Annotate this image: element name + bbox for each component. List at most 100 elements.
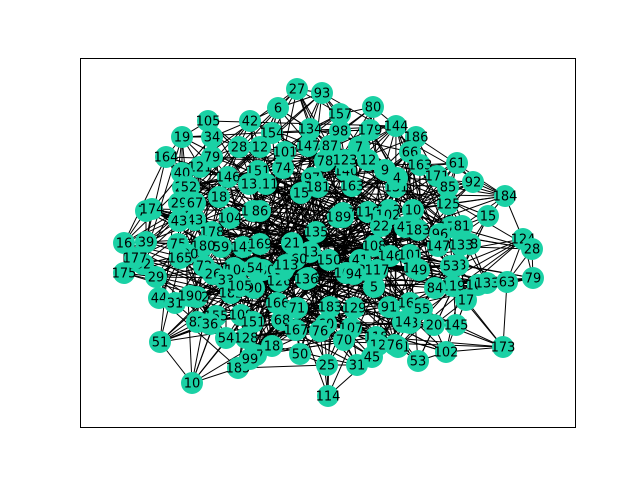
graph-node: 145 [444,314,468,336]
graph-node-label: 78 [317,155,334,170]
graph-node: 50 [289,343,311,365]
graph-node: 19 [171,126,193,148]
graph-node-marker [155,146,177,168]
graph-node-label: 166 [265,297,290,312]
graph-node-label: 5 [370,281,378,296]
graph-node: 146 [378,245,403,267]
graph-node-marker [239,110,261,132]
graph-node: 101 [273,141,297,163]
graph-node: 15 [477,205,499,227]
graph-node-marker [201,146,223,168]
graph-node-label: 59 [213,241,230,256]
graph-node-marker [149,331,171,353]
graph-node: 17 [455,289,477,311]
graph-node-label: 165 [168,252,193,267]
graph-node: 67 [184,192,206,214]
graph-node-marker [181,372,203,394]
graph-node: 135 [304,221,328,243]
graph-node-marker [184,192,206,214]
graph-node-label: 81 [454,220,471,235]
graph-node-marker [228,136,250,158]
graph-node: 190 [178,285,202,307]
graph-node-marker [249,233,271,255]
graph-node-marker [442,275,464,297]
graph-node-marker [208,186,230,208]
graph-node-marker [446,152,468,174]
graph-node-marker [168,192,190,214]
graph-node-marker [219,207,241,229]
graph-node-label: 20 [426,319,443,334]
graph-node: 163 [340,175,364,197]
graph-node: 93 [311,82,333,104]
graph-edge [307,145,411,304]
graph-edge [151,208,534,279]
graph-node-marker [407,350,429,372]
graph-node-label: 52 [181,181,198,196]
graph-node-marker [215,327,237,349]
graph-node-marker [343,263,365,285]
graph-node-marker [492,336,514,358]
graph-node-label: 92 [465,176,482,191]
graph-node: 184 [493,185,517,207]
graph-node-marker [275,254,297,276]
graph-node-marker [332,206,354,228]
graph-node: 146 [216,166,240,188]
graph-node-label: 13 [302,246,319,261]
graph-node: 94 [343,263,365,285]
graph-node-marker [290,182,312,204]
graph-node: 108 [362,235,386,257]
graph-node-marker [424,277,446,299]
graph-node-marker [407,219,429,241]
graph-node: 74 [272,157,294,179]
graph-node-label: 146 [378,250,403,265]
graph-node-marker [192,235,214,257]
graph-edge [123,242,358,366]
graph-node-label: 85 [440,181,457,196]
graph-node-label: 55 [414,303,431,318]
graph-node-label: 173 [491,341,516,356]
graph-node-label: 29 [171,197,188,212]
graph-node-label: 67 [187,197,204,212]
graph-node-label: 76 [312,325,329,340]
graph-node-label: 177 [123,252,148,267]
graph-node: 79 [522,267,544,289]
graph-node-label: 18 [211,191,228,206]
graph-node: 51 [149,331,171,353]
graph-node-marker [386,167,408,189]
graph-node: 29 [145,266,167,288]
graph-edge [271,345,358,366]
graph-node-marker [305,221,327,243]
graph-node-marker [289,343,311,365]
graph-node: 79 [201,146,223,168]
graph-node: 169 [248,233,272,255]
graph-node-marker [437,193,459,215]
graph-node: 61 [446,152,468,174]
graph-node-label: 133 [475,277,500,292]
graph-node-label: 16 [116,237,133,252]
graph-node: 147 [426,235,450,257]
graph-node-label: 86 [252,205,269,220]
graph-edge [296,307,379,346]
graph-node: 123 [333,149,357,171]
graph-node: 125 [436,193,460,215]
graph-node-marker [334,149,356,171]
graph-node-label: 9 [381,164,389,179]
graph-node-label: 39 [138,236,155,251]
graph-node-label: 117 [365,264,390,279]
graph-node-marker [440,255,462,277]
graph-node: 133 [449,234,473,256]
graph-node-label: 74 [275,162,292,177]
graph-node: 43 [184,209,206,231]
graph-node: 42 [239,110,261,132]
graph-node-label: 163 [408,159,433,174]
graph-node-label: 70 [336,334,353,349]
graph-node-marker [249,136,271,158]
graph-node-marker [184,209,206,231]
graph-node-marker [451,215,473,237]
graph-node-label: 174 [140,203,165,218]
graph-node-marker [124,247,146,269]
graph-node-marker [329,103,351,125]
graph-node-label: 19 [174,131,191,146]
graph-node: 22 [370,215,392,237]
